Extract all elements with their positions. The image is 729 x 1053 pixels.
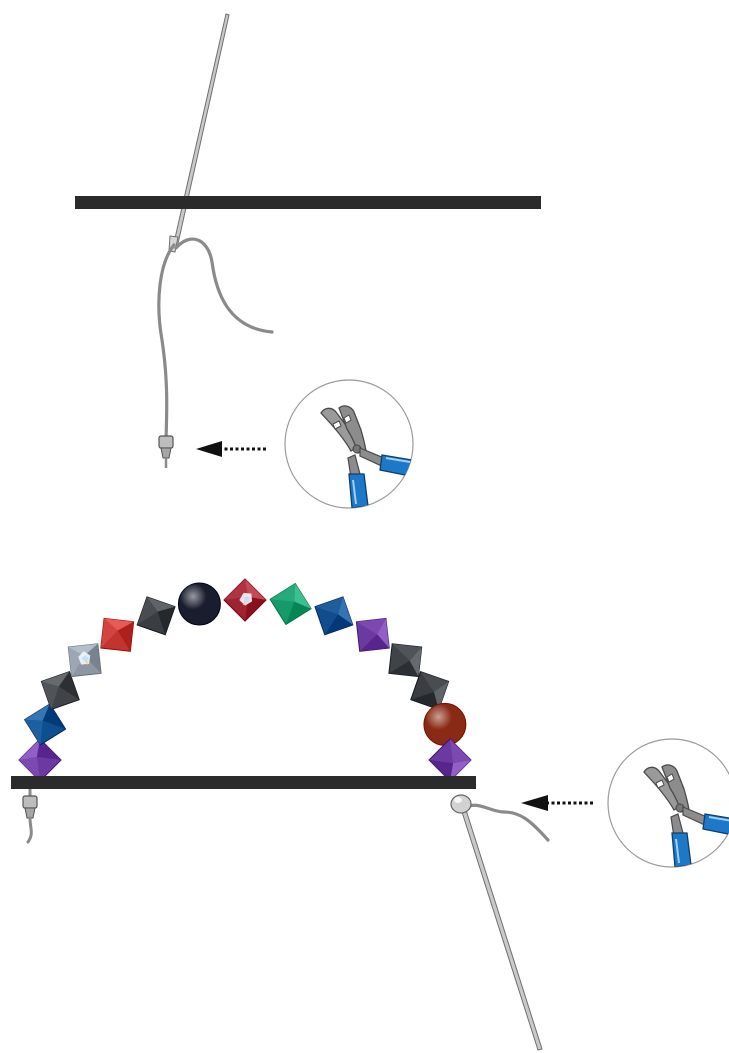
crimp-bead-icon — [450, 794, 472, 814]
beading-wire-icon — [157, 243, 176, 442]
crimp-bead-icon — [158, 435, 174, 468]
bead — [314, 596, 354, 636]
bead — [423, 702, 467, 746]
bead — [18, 738, 62, 782]
bead — [223, 578, 267, 622]
bead — [67, 643, 102, 678]
crimping-pliers-icon — [607, 738, 729, 868]
bead — [23, 703, 67, 746]
beading-wire-tail — [463, 803, 550, 842]
arrow-icon — [521, 795, 593, 811]
step-1-illustration — [75, 13, 541, 509]
arrow-icon — [196, 441, 266, 457]
bead — [355, 617, 390, 652]
needle-icon — [461, 809, 543, 1051]
beading-surface-bar — [75, 196, 541, 209]
crimp-bead-icon — [22, 788, 38, 844]
beading-surface-bar — [11, 776, 476, 789]
bead-arch-icon — [18, 578, 472, 782]
crimping-pliers-icon — [284, 379, 414, 509]
bead — [136, 596, 176, 636]
bead — [100, 617, 135, 652]
bead — [388, 643, 423, 678]
needle-icon — [168, 13, 230, 253]
bead — [410, 671, 450, 711]
beading-wire-tail — [174, 237, 274, 334]
bead — [269, 582, 312, 626]
bead — [40, 671, 80, 711]
bead — [428, 738, 472, 782]
step-2-illustration — [11, 578, 729, 1051]
bead — [177, 582, 221, 626]
